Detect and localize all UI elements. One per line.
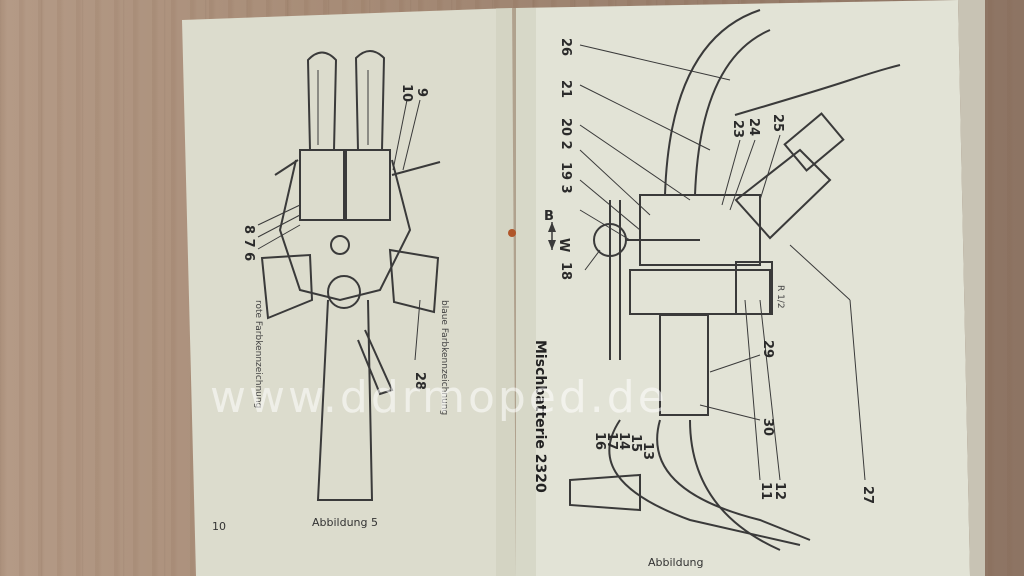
callout-20-2: 20 2 xyxy=(558,118,573,150)
callout-14: 14 xyxy=(616,432,631,450)
arrow-label-b: B xyxy=(544,209,554,224)
label-red-marking: rote Farbkennzeichnung xyxy=(253,300,263,408)
page-number-left: 10 xyxy=(212,520,226,533)
callout-28: 28 xyxy=(412,372,427,390)
callout-19-3: 19 3 xyxy=(558,162,573,194)
callout-18: 18 xyxy=(558,262,573,280)
label-blue-marking: blaue Farbkennzeichnung xyxy=(439,300,449,415)
leader-lines-right xyxy=(579,44,866,481)
callout-27: 27 xyxy=(860,486,875,504)
callout-13: 13 xyxy=(640,442,655,460)
left-page xyxy=(182,8,516,576)
callout-17: 17 xyxy=(604,432,619,450)
callout-21: 21 xyxy=(558,80,573,98)
binding-staple xyxy=(508,229,516,237)
watermark-text: www.ddrmoped.de xyxy=(210,372,668,423)
callout-24: 24 xyxy=(746,118,761,136)
caption-abbildung-5: Abbildung 5 xyxy=(312,516,378,529)
callout-15: 15 xyxy=(628,434,643,452)
title-mischbatterie: Mischbatterie 2320 xyxy=(532,340,548,493)
callout-29: 29 xyxy=(760,340,775,358)
thread-size-label: R 1/2 xyxy=(775,285,785,309)
callout-25: 25 xyxy=(770,114,785,132)
callout-10: 10 xyxy=(399,84,414,102)
book-spine-shadow xyxy=(496,8,536,576)
leader-lines-left xyxy=(257,99,421,361)
caption-abbildung-right: Abbildung xyxy=(648,556,704,569)
callout-8-7-6: 8 7 6 xyxy=(241,225,256,261)
arrow-label-w: W xyxy=(556,238,571,252)
callout-16: 16 xyxy=(592,432,607,450)
faucet-drawing-left xyxy=(260,50,441,501)
callout-11: 11 xyxy=(758,482,773,500)
flow-arrows xyxy=(548,222,556,250)
callout-9: 9 xyxy=(414,88,429,97)
callout-30: 30 xyxy=(760,418,775,436)
callout-26: 26 xyxy=(558,38,573,56)
callout-23: 23 xyxy=(730,120,745,138)
right-page xyxy=(516,0,970,576)
page-edges xyxy=(958,0,985,576)
callout-12: 12 xyxy=(772,482,787,500)
